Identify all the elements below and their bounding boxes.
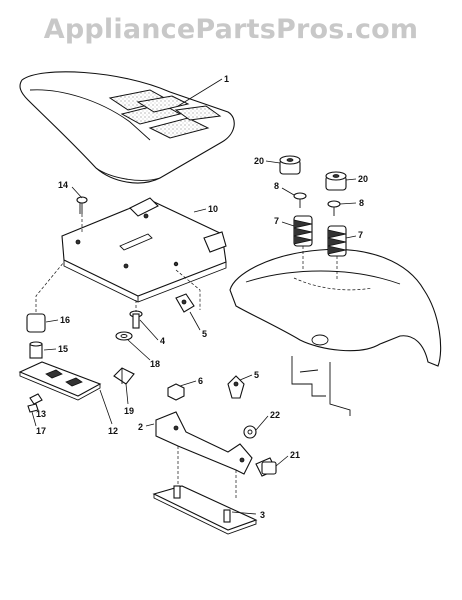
hinge-bracket-part[interactable]	[155, 411, 253, 500]
label-pivot-bolt: 14	[58, 180, 68, 190]
slide-rail-part[interactable]	[18, 361, 102, 401]
label-retainer-right: 8	[359, 198, 364, 208]
seat-pan-part[interactable]	[61, 197, 227, 310]
label-bushing-left: 20	[254, 156, 264, 166]
seat-spring-right-part[interactable]	[327, 225, 347, 280]
label-washer: 18	[150, 359, 160, 369]
label-knob-small: 19	[124, 406, 134, 416]
label-hinge-bracket: 2	[138, 422, 143, 432]
adjust-knob-part[interactable]	[255, 457, 277, 477]
label-clip-a: 13	[36, 409, 46, 419]
base-plate-part[interactable]	[152, 485, 258, 535]
bushing-right-part[interactable]	[325, 171, 347, 191]
nut-lower-part[interactable]	[167, 383, 185, 401]
knob-small-part[interactable]	[113, 367, 135, 385]
label-bushing-right: 20	[358, 174, 368, 184]
washer-part[interactable]	[115, 331, 133, 341]
label-seat-pan: 10	[208, 204, 218, 214]
label-bracket-clip-lower: 5	[254, 370, 259, 380]
label-bolt: 4	[160, 336, 165, 346]
label-nut-22: 22	[270, 410, 280, 420]
label-bracket-clip-upper: 5	[202, 329, 207, 339]
label-nut-lower: 6	[198, 376, 203, 386]
fender-part[interactable]	[229, 248, 442, 416]
seat-spring-left-part[interactable]	[293, 215, 313, 270]
label-clip-b: 17	[36, 426, 46, 436]
label-retainer-left: 8	[274, 181, 279, 191]
label-seat-spring-left: 7	[274, 216, 279, 226]
label-slide-rail: 12	[108, 426, 118, 436]
pivot-bolt-part[interactable]	[76, 196, 88, 234]
spacer-part[interactable]	[29, 341, 43, 359]
spring-part[interactable]	[26, 313, 46, 333]
bushing-left-part[interactable]	[279, 155, 301, 175]
bracket-clip-lower-part[interactable]	[227, 375, 245, 399]
label-spacer: 15	[58, 344, 68, 354]
label-seat-spring-right: 7	[358, 230, 363, 240]
retainer-left-part[interactable]	[293, 192, 307, 208]
bracket-clip-upper-part[interactable]	[175, 293, 195, 313]
bolt-part[interactable]	[129, 300, 143, 329]
label-spring: 16	[60, 315, 70, 325]
label-base-plate: 3	[260, 510, 265, 520]
label-adjust-knob: 21	[290, 450, 300, 460]
retainer-right-part[interactable]	[327, 200, 341, 216]
part-labels: 1 10 14 16 15 12 13 17 4 18 19 5 5 8 6 2…	[36, 74, 368, 520]
leader-lines	[31, 78, 357, 515]
watermark: AppliancePartsPros.com	[43, 14, 419, 45]
label-seat: 1	[224, 74, 229, 84]
seat-part[interactable]	[19, 71, 235, 184]
nut-22-part[interactable]	[243, 425, 257, 439]
